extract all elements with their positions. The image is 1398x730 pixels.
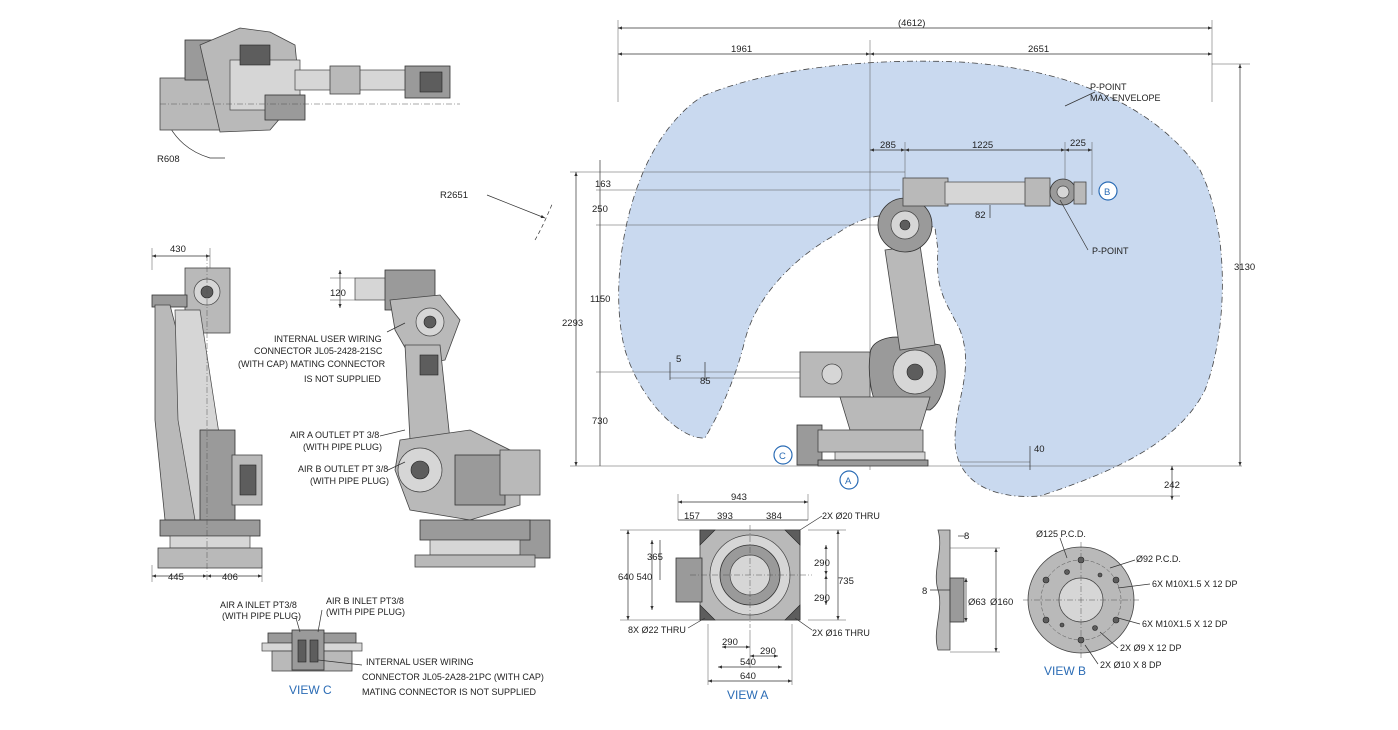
- dim-82: 82: [975, 210, 986, 221]
- view-a-dim-290-a: 290: [814, 558, 830, 569]
- dim-rear-width: 1961: [731, 44, 752, 55]
- view-b-dim-8-a: 8: [964, 531, 969, 542]
- view-b: 8 8 Ø63 Ø160 Ø125 P.C.D. Ø92 P.C.D. 6X M…: [922, 529, 1238, 678]
- view-c-wiring-line-3: MATING CONNECTOR IS NOT SUPPLIED: [362, 687, 537, 697]
- view-c-wiring-line-1: INTERNAL USER WIRING: [366, 657, 474, 667]
- p-point-envelope: [618, 60, 1223, 497]
- dim-242: 242: [1164, 480, 1180, 491]
- svg-text:B: B: [1104, 187, 1110, 198]
- callout-a: A: [839, 470, 859, 490]
- robot-upper-arm: [944, 181, 1031, 205]
- dim-40: 40: [1034, 444, 1045, 455]
- view-b-tap-2: 6X M10X1.5 X 12 DP: [1142, 619, 1228, 629]
- callout-c: C: [773, 445, 793, 465]
- view-a-dim-640: 640: [740, 671, 756, 682]
- rear-view-dim-406: 406: [222, 572, 238, 583]
- rear-view-dim-445: 445: [168, 572, 184, 583]
- view-a-holes-2x16: 2X Ø16 THRU: [812, 628, 870, 638]
- rear-view-dim-430: 430: [170, 244, 186, 255]
- envelope-label-2: MAX ENVELOPE: [1090, 93, 1161, 103]
- side-air-a-line-2: (WITH PIPE PLUG): [303, 442, 382, 452]
- view-c-air-a-line-1: AIR A INLET PT3/8: [220, 600, 297, 610]
- view-c-air-a-line-2: (WITH PIPE PLUG): [222, 611, 301, 621]
- view-b-hole-10: 2X Ø10 X 8 DP: [1100, 660, 1162, 670]
- r2651-label: R2651: [440, 190, 468, 201]
- view-c-air-b-line-1: AIR B INLET PT3/8: [326, 596, 404, 606]
- view-a: 943 157 393 384 2X Ø20 THRU 365 640 540 …: [618, 492, 880, 702]
- side-view: 120 INTERNAL USER WIRING CONNECTOR JL05-…: [238, 269, 551, 568]
- robot-lower-arm: [884, 244, 936, 351]
- main-elevation: (4612) 1961 2651 3130 P-POINT MAX ENVELO…: [562, 18, 1255, 500]
- r2651-leader: R2651: [440, 190, 554, 241]
- view-a-dim-735: 735: [838, 576, 854, 587]
- dim-285: 285: [880, 140, 896, 151]
- svg-text:C: C: [779, 451, 786, 462]
- view-a-dim-290-b: 290: [814, 593, 830, 604]
- side-wiring-line-4: IS NOT SUPPLIED: [304, 374, 381, 384]
- side-wiring-line-2: CONNECTOR JL05-2428-21SC: [254, 346, 383, 356]
- view-b-dia-160: Ø160: [990, 597, 1013, 608]
- view-b-dia-63: Ø63: [968, 597, 986, 608]
- dim-front-width: 2651: [1028, 44, 1049, 55]
- view-c: AIR A INLET PT3/8 (WITH PIPE PLUG) AIR B…: [220, 596, 544, 697]
- side-view-dim-120: 120: [330, 288, 346, 299]
- dim-225: 225: [1070, 138, 1086, 149]
- view-a-dim-393: 393: [717, 511, 733, 522]
- view-a-holes-top: 2X Ø20 THRU: [822, 511, 880, 521]
- callout-b: B: [1098, 181, 1118, 201]
- view-c-wiring-line-2: CONNECTOR JL05-2A28-21PC (WITH CAP): [362, 672, 544, 682]
- p-point-label: P-POINT: [1092, 246, 1129, 256]
- side-air-b-line-2: (WITH PIPE PLUG): [310, 476, 389, 486]
- top-view-radius: R608: [157, 154, 180, 165]
- view-b-hole-9: 2X Ø9 X 12 DP: [1120, 643, 1182, 653]
- dim-163: 163: [595, 179, 611, 190]
- side-air-a-line-1: AIR A OUTLET PT 3/8: [290, 430, 379, 440]
- side-air-b-line-1: AIR B OUTLET PT 3/8: [298, 464, 388, 474]
- view-c-title: VIEW C: [289, 683, 332, 697]
- view-a-dim-290-d: 290: [760, 646, 776, 657]
- dim-1225: 1225: [972, 140, 993, 151]
- side-wiring-line-3: (WITH CAP) MATING CONNECTOR: [238, 359, 386, 369]
- dim-730: 730: [592, 416, 608, 427]
- view-a-dim-943: 943: [731, 492, 747, 503]
- view-a-title: VIEW A: [727, 688, 768, 702]
- view-b-pcd-92: Ø92 P.C.D.: [1136, 554, 1181, 564]
- dim-total-width: (4612): [898, 18, 925, 29]
- view-a-dim-157: 157: [684, 511, 700, 522]
- top-view: R608: [157, 27, 460, 165]
- dim-1150: 1150: [590, 294, 610, 305]
- view-b-title: VIEW B: [1044, 664, 1086, 678]
- side-wiring-line-1: INTERNAL USER WIRING: [274, 334, 382, 344]
- view-a-dim-640-540: 640 540: [618, 572, 652, 583]
- dim-5: 5: [676, 354, 681, 365]
- rear-view: 430 445 406: [151, 244, 263, 583]
- view-b-dim-8-b: 8: [922, 586, 927, 597]
- dim-total-height: 3130: [1234, 262, 1255, 273]
- dim-250: 250: [592, 204, 608, 215]
- view-c-air-b-line-2: (WITH PIPE PLUG): [326, 607, 405, 617]
- dim-85: 85: [700, 376, 711, 387]
- view-a-dim-540: 540: [740, 657, 756, 668]
- view-a-dim-384: 384: [766, 511, 782, 522]
- envelope-label-1: P-POINT: [1090, 82, 1127, 92]
- view-a-holes-8x: 8X Ø22 THRU: [628, 625, 686, 635]
- svg-text:A: A: [845, 476, 852, 487]
- view-a-dim-365: 365: [647, 552, 663, 563]
- view-a-dim-290-c: 290: [722, 637, 738, 648]
- dim-2293: 2293: [562, 318, 583, 329]
- view-b-tap-1: 6X M10X1.5 X 12 DP: [1152, 579, 1238, 589]
- view-b-pcd-125: Ø125 P.C.D.: [1036, 529, 1086, 539]
